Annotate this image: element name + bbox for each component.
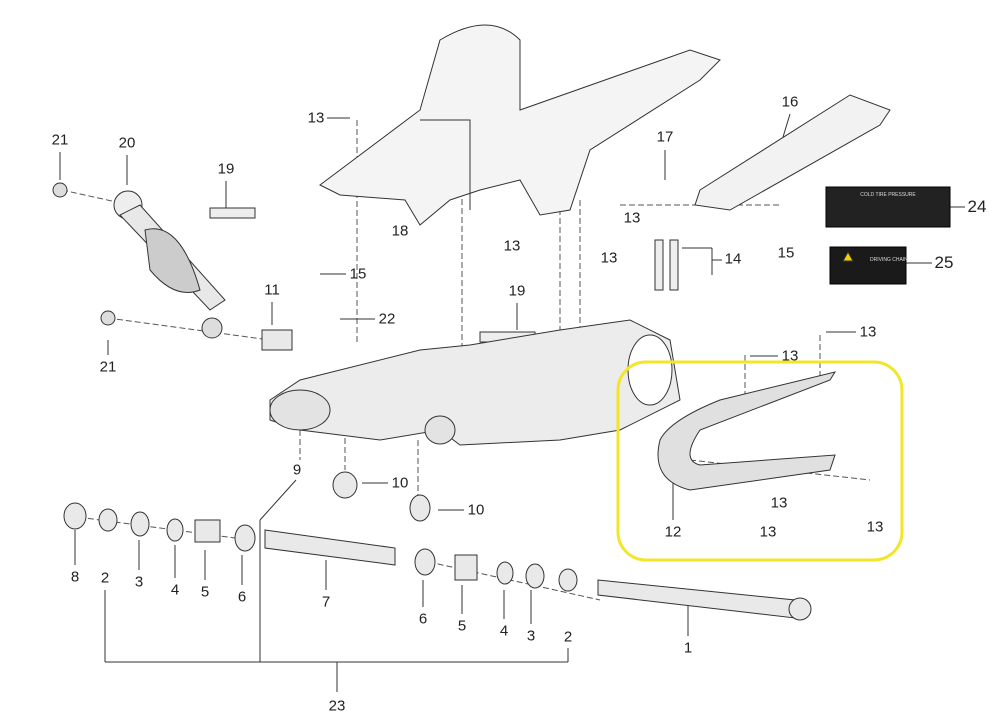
- chain-guard-16: [694, 94, 891, 211]
- callout: 14: [724, 250, 742, 268]
- label-25-heading: DRIVING CHAIN: [870, 257, 908, 263]
- swingarm: [269, 319, 681, 446]
- callout: 13: [600, 249, 618, 267]
- callout: 11: [264, 281, 280, 299]
- callout: 20: [118, 134, 136, 152]
- callout: 19: [508, 282, 526, 300]
- callout: 24: [967, 197, 987, 216]
- callout-leaders: [59, 113, 965, 692]
- callout: 3: [134, 573, 144, 591]
- callout: 18: [391, 222, 409, 240]
- callout: 15: [349, 265, 367, 283]
- callout: 3: [526, 627, 536, 645]
- callout: 21: [99, 358, 117, 376]
- callout: 8: [70, 568, 80, 586]
- callout: 2: [563, 628, 573, 646]
- callout: 13: [866, 518, 884, 536]
- callout: 13: [759, 523, 777, 541]
- callout: 4: [170, 581, 180, 599]
- callout: 13: [503, 237, 521, 255]
- callout: 13: [770, 494, 788, 512]
- driving-chain-label-25: [829, 246, 907, 285]
- bearings-and-spacers: [63, 329, 812, 621]
- callout: 15: [777, 244, 795, 262]
- callout: 16: [781, 93, 799, 111]
- callout: 23: [328, 697, 346, 715]
- callout: 13: [781, 347, 799, 365]
- callout: 17: [656, 128, 674, 146]
- callout: 12: [664, 523, 682, 541]
- highlight-box: [616, 360, 904, 562]
- callout: 5: [200, 583, 210, 601]
- chain-slider-12: [657, 371, 837, 491]
- callout: 9: [292, 461, 302, 479]
- callout: 10: [391, 474, 409, 492]
- tire-pressure-label-24: [825, 186, 951, 228]
- callout: 4: [499, 622, 509, 640]
- callout: 2: [100, 569, 110, 587]
- callout: 5: [457, 617, 467, 635]
- callout: 19: [217, 160, 235, 178]
- callout: 6: [418, 610, 428, 628]
- callout: 22: [378, 310, 396, 328]
- rear-fender: [319, 24, 721, 226]
- callout: 25: [934, 253, 954, 272]
- callout: 13: [859, 323, 877, 341]
- callout: 7: [321, 593, 331, 611]
- callout: 6: [237, 588, 247, 606]
- callout: 1: [683, 639, 693, 657]
- callout: 10: [467, 501, 485, 519]
- callout: 13: [623, 209, 641, 227]
- callout: 21: [51, 131, 69, 149]
- bolt-19: [209, 207, 256, 219]
- shock-absorber: [52, 182, 226, 339]
- label-24-heading: COLD TIRE PRESSURE: [860, 192, 916, 198]
- callout: 13: [307, 109, 325, 127]
